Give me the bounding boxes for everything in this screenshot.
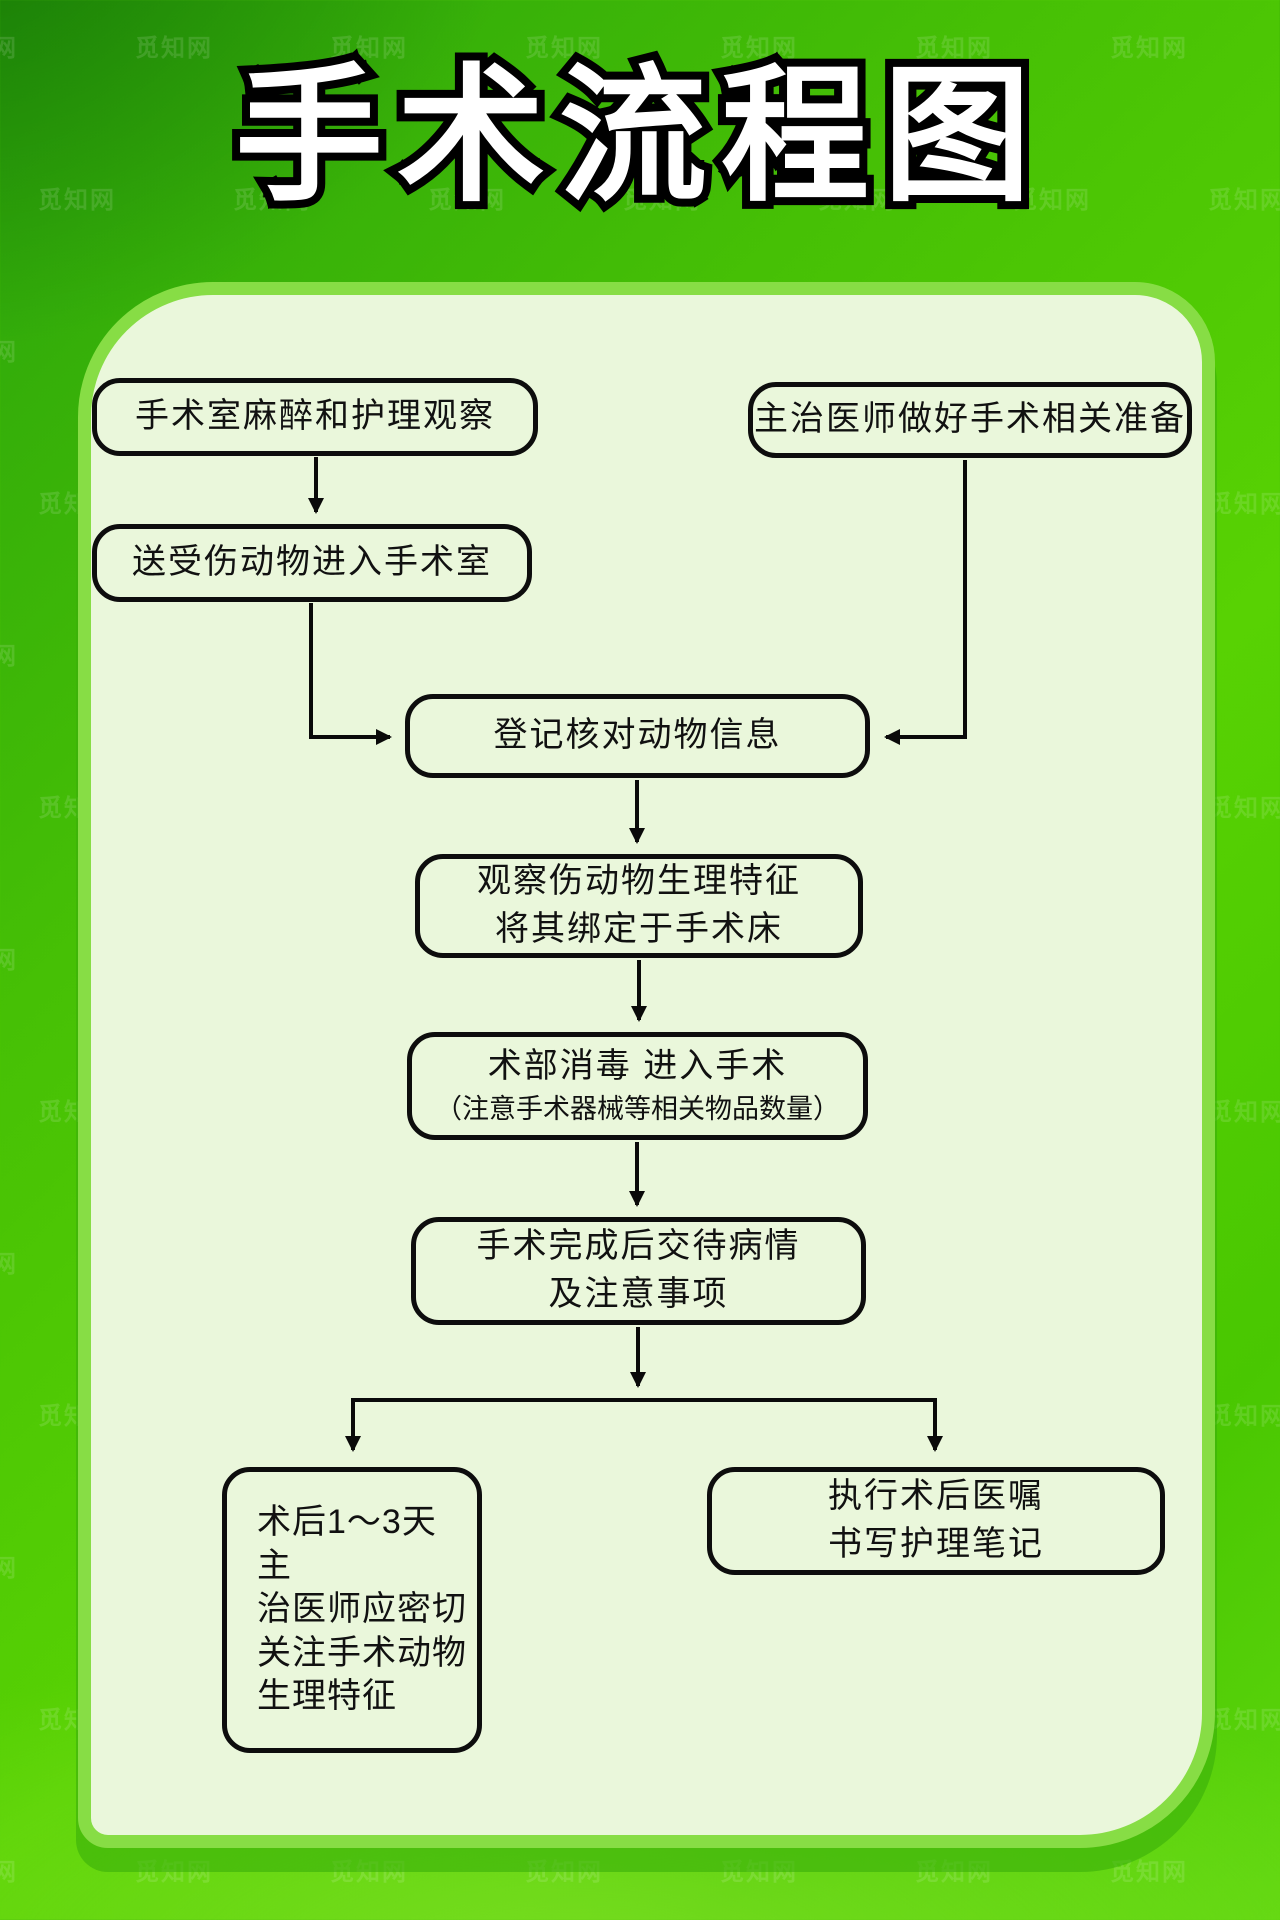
arrow-transport-register bbox=[309, 603, 392, 745]
poster-title-text: 手术流程图 bbox=[235, 54, 1045, 219]
node-disinfect: 术部消毒 进入手术（注意手术器械等相关物品数量） bbox=[407, 1032, 868, 1140]
arrow-prepare-register bbox=[884, 460, 967, 745]
node-anesthesia: 手术室麻醉和护理观察 bbox=[92, 378, 538, 456]
node-handover: 手术完成后交待病情及注意事项 bbox=[411, 1217, 866, 1325]
node-observe: 观察伤动物生理特征将其绑定于手术床 bbox=[415, 854, 863, 958]
node-surgeon-prepare: 主治医师做好手术相关准备 bbox=[748, 382, 1192, 458]
node-postop-orders: 执行术后医嘱书写护理笔记 bbox=[707, 1467, 1165, 1575]
node-postop-watch: 术后1～3天主治医师应密切关注手术动物生理特征 bbox=[222, 1467, 482, 1753]
poster-title-outline: 手术流程图 bbox=[227, 46, 1045, 227]
node-transport: 送受伤动物进入手术室 bbox=[92, 524, 532, 602]
poster-title: 手术流程图 手术流程图 bbox=[0, 44, 1280, 254]
node-register: 登记核对动物信息 bbox=[405, 694, 870, 778]
